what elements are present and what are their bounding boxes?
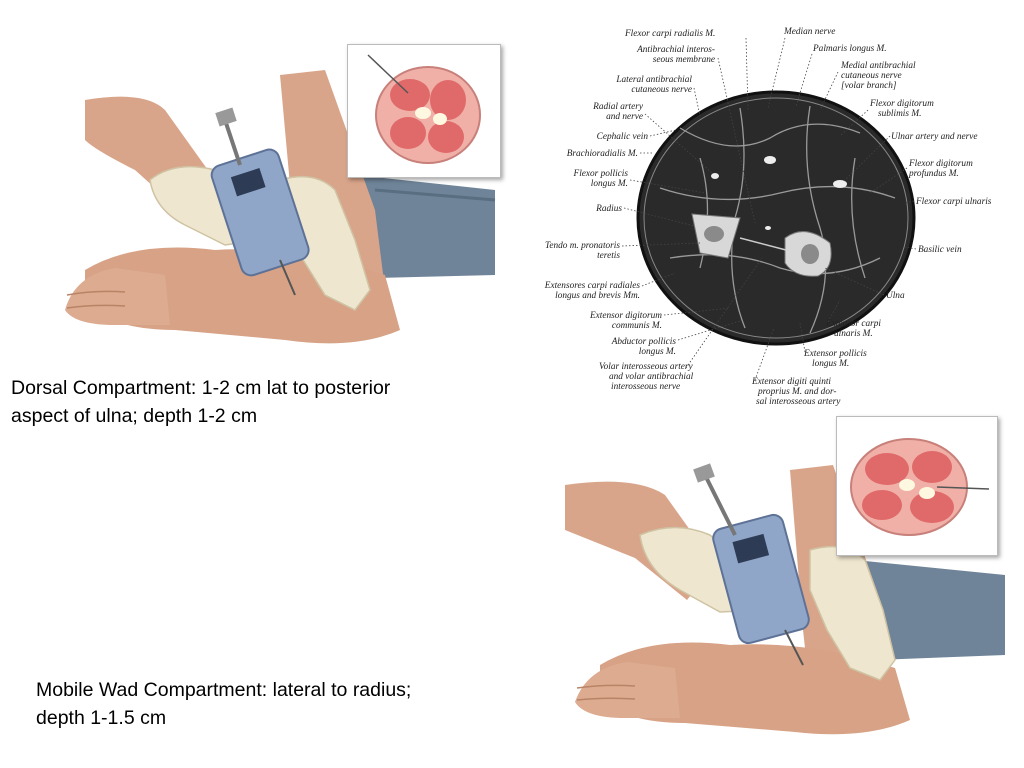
leader-lines xyxy=(621,37,917,381)
examiner-glove-right xyxy=(809,545,896,681)
forearm-cross-section-diagram: Antibrachial interos-seous membrane Late… xyxy=(544,27,992,407)
left-labels: Antibrachial interos-seous membrane Late… xyxy=(544,45,715,357)
label-cephalic-vein: Cephalic vein xyxy=(597,132,649,142)
vessels xyxy=(711,156,847,230)
dorsal-compartment-caption: Dorsal Compartment: 1-2 cm lat to poster… xyxy=(11,374,390,430)
dorsal-injection-illustration xyxy=(65,70,496,344)
dorsal-caption-line-1: Dorsal Compartment: 1-2 cm lat to poster… xyxy=(11,377,391,399)
sleeve xyxy=(855,560,1005,660)
label-ulna: Ulna xyxy=(886,291,905,301)
muscle-divisions xyxy=(659,105,896,334)
inset-dorsal-drawing xyxy=(367,54,481,164)
label-flexor-carpi-ulnaris: Flexor carpi ulnaris xyxy=(915,197,992,207)
patient-hand xyxy=(575,662,680,718)
mobile-wad-caption-line-1: Mobile Wad Compartment: lateral to radiu… xyxy=(36,679,412,701)
label-brachioradialis-muscle: Brachioradialis M. xyxy=(567,149,638,159)
label-palmaris-longus: Palmaris longus M. xyxy=(812,44,887,54)
patient-hand xyxy=(65,268,170,325)
label-radius: Radius xyxy=(595,204,622,214)
sleeve xyxy=(355,175,495,278)
examiner-glove-right xyxy=(279,175,371,311)
inset-dorsal-cross-section xyxy=(347,44,501,178)
pressure-monitor-device xyxy=(693,463,810,666)
label-ulnar-artery-and-nerve: Ulnar artery and nerve xyxy=(891,132,978,142)
label-flexor-carpi-radialis: Flexor carpi radialis M. xyxy=(624,29,715,39)
cross-section-outline xyxy=(636,90,916,346)
ulna-bone xyxy=(784,231,832,277)
mobile-wad-caption-line-2: depth 1-1.5 cm xyxy=(36,707,167,729)
mobile-wad-compartment-caption: Mobile Wad Compartment: lateral to radiu… xyxy=(36,676,411,732)
pressure-monitor-device xyxy=(210,107,310,296)
inset-mobile-wad-cross-section xyxy=(836,416,998,556)
label-median-nerve: Median nerve xyxy=(783,27,835,37)
radius-bone xyxy=(691,213,741,259)
label-antibrachial-interosseous-membrane: Antibrachial interos-seous membrane xyxy=(636,45,715,65)
dorsal-caption-line-2: aspect of ulna; depth 1-2 cm xyxy=(11,405,258,427)
inset-mobile-wad-drawing xyxy=(850,438,990,536)
mobile-wad-injection-illustration xyxy=(565,463,1005,735)
label-basilic-vein: Basilic vein xyxy=(918,245,962,255)
